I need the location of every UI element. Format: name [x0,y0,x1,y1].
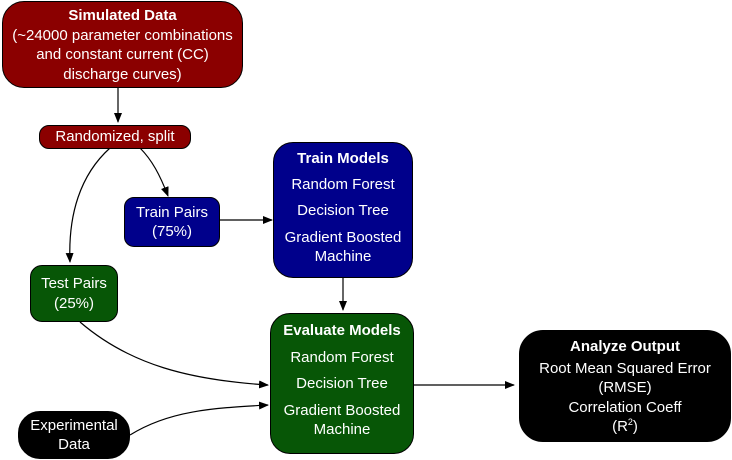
arrow-randomized-to-train-pairs [139,147,169,197]
train-pairs-percent: (75%) [151,223,192,240]
evaluate-models-item-gradient-boosted: Gradient Boosted [283,401,401,419]
test-pairs-label: Test Pairs [41,275,107,292]
arrow-randomized-to-test-pairs [65,147,111,263]
analyze-output-rmse-abbr: (RMSE) [598,379,652,396]
evaluate-models-title: Evaluate Models [283,322,401,339]
simulated-data-line-2: and constant current (CC) [36,46,209,63]
test-pairs-percent: (25%) [53,294,94,312]
analyze-output-r2: (R2) [612,417,638,437]
train-models-item-random-forest: Random Forest [291,175,395,193]
evaluate-models-item-decision-tree: Decision Tree [296,375,388,392]
train-models-item-machine: Machine [314,248,372,265]
simulated-data-title: Simulated Data [68,7,177,24]
analyze-output-correlation-label: Correlation Coeff [568,398,682,416]
analyze-output-title: Analyze Output [569,338,680,355]
test-pairs-box: Test Pairs (25%) [30,265,118,322]
evaluate-models-item-machine: Machine [313,421,371,438]
experimental-data-box: Experimental Data [18,411,130,459]
train-models-title: Train Models [297,150,389,167]
r2-superscript: 2 [627,417,633,427]
r2-base: (R [612,418,628,435]
train-models-item-decision-tree: Decision Tree [297,202,389,219]
arrow-test-pairs-to-evaluate [79,321,269,389]
r2-end: ) [632,418,638,435]
train-pairs-label: Train Pairs [136,203,208,221]
experimental-data-line-1: Experimental [30,416,118,434]
train-models-box: Train Models Random Forest Decision Tree… [273,142,413,278]
analyze-output-box: Analyze Output Root Mean Squared Error (… [519,330,731,442]
evaluate-models-box: Evaluate Models Random Forest Decision T… [270,313,414,454]
analyze-output-rmse-label: Root Mean Squared Error [539,359,711,377]
train-models-item-gradient-boosted: Gradient Boosted [284,228,402,246]
simulated-data-line-1: (~24000 parameter combinations [12,26,233,44]
simulated-data-box: Simulated Data (~24000 parameter combina… [2,1,243,88]
randomized-split-label: Randomized, split [55,128,175,146]
randomized-split-box: Randomized, split [39,125,191,149]
arrow-experimental-to-evaluate [129,401,269,436]
evaluate-models-item-random-forest: Random Forest [290,348,394,366]
simulated-data-line-3: discharge curves) [63,65,182,83]
train-pairs-box: Train Pairs (75%) [124,197,220,247]
experimental-data-line-2: Data [58,436,90,453]
